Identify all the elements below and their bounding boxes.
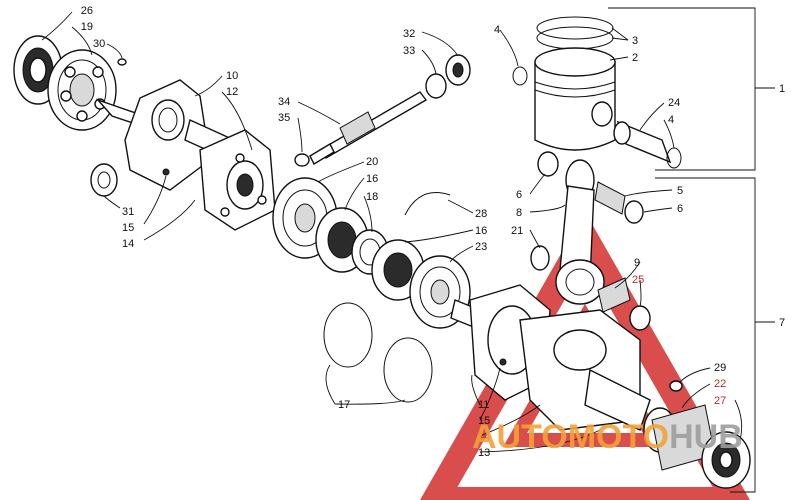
crank-ring-left (323, 302, 373, 368)
callout-23: 23 (475, 241, 487, 253)
callout-2: 2 (632, 52, 638, 64)
callout-6-right: 6 (677, 203, 683, 215)
rod-washer-upper (537, 151, 559, 177)
callout-1: 1 (779, 83, 785, 95)
watermark-part-auto: AUTO (472, 418, 568, 456)
callout-27: 27 (714, 395, 726, 407)
pump-washer-part (294, 153, 310, 167)
right-end-seal-part (701, 431, 751, 489)
left-crank-half-part (95, 79, 276, 231)
callout-25: 25 (632, 274, 644, 286)
callout-15-right: 15 (478, 415, 490, 427)
callout-12: 12 (226, 86, 238, 98)
callout-16-top: 16 (366, 173, 378, 185)
pump-shaft-part (309, 54, 471, 165)
callout-5: 5 (677, 185, 683, 197)
callout-28: 28 (475, 208, 487, 220)
callout-4-top: 4 (494, 24, 500, 36)
callout-24: 24 (668, 97, 680, 109)
watermark-part-moto: MOTO (568, 418, 669, 456)
woodruff-key-part (117, 58, 127, 66)
group-bracket-1 (608, 7, 775, 171)
callout-32: 32 (403, 28, 415, 40)
callout-29: 29 (714, 362, 726, 374)
callout-3: 3 (632, 35, 638, 47)
big-end-bearing-part (597, 277, 631, 313)
rod-washer-right (624, 200, 644, 224)
callout-13: 13 (478, 447, 490, 459)
callout-35: 35 (278, 112, 290, 124)
piston-circlip-left (512, 66, 528, 86)
callout-14-left: 14 (122, 238, 134, 250)
callout-20: 20 (366, 156, 378, 168)
left-washer-part (90, 163, 118, 197)
big-end-washer-part (629, 305, 651, 331)
callout-34: 34 (278, 96, 290, 108)
left-seal-part (13, 35, 63, 105)
small-end-bearing-part (594, 181, 626, 215)
crank-ring-right (383, 337, 433, 403)
piston-part (534, 47, 616, 151)
callout-9: 9 (634, 257, 640, 269)
left-pin-part (162, 168, 170, 176)
rod-washer-lower (530, 245, 550, 271)
callout-4-right: 4 (668, 114, 674, 126)
piston-rings-part (536, 16, 614, 50)
callout-8: 8 (516, 207, 522, 219)
callout-30: 30 (93, 38, 105, 50)
callout-10: 10 (226, 70, 238, 82)
callout-19: 19 (81, 21, 93, 33)
connecting-rod-part (555, 159, 605, 305)
callout-15-left: 15 (122, 222, 134, 234)
right-crank-half-part (450, 284, 677, 453)
callout-6-left: 6 (516, 189, 522, 201)
callout-22: 22 (714, 378, 726, 390)
callout-7: 7 (779, 317, 785, 329)
left-bearing-part (47, 49, 117, 131)
callout-16-right: 16 (475, 225, 487, 237)
callout-33: 33 (403, 45, 415, 57)
snap-ring-part (404, 192, 451, 216)
callout-labels: 26 19 30 10 12 32 33 34 35 4 3 2 1 24 4 … (81, 5, 785, 459)
right-pin-part (499, 358, 507, 366)
group-bracket-7 (655, 177, 775, 493)
crank-washer-part (669, 380, 683, 392)
callout-14-right: 14 (478, 431, 490, 443)
leader-lines (41, 11, 743, 453)
callout-11: 11 (478, 399, 489, 411)
svg-text:AUTOMOTOHUB: AUTOMOTOHUB (472, 418, 743, 456)
watermark-part-hub: HUB (669, 418, 743, 456)
callout-26: 26 (81, 5, 93, 17)
piston-pin-part (613, 120, 672, 164)
left-washer-hole (97, 171, 111, 189)
callout-18: 18 (366, 191, 378, 203)
callout-31: 31 (122, 206, 134, 218)
watermark-logo: AUTOMOTOHUB (472, 418, 743, 456)
callout-17: 17 (338, 399, 350, 411)
callout-21: 21 (511, 225, 523, 237)
